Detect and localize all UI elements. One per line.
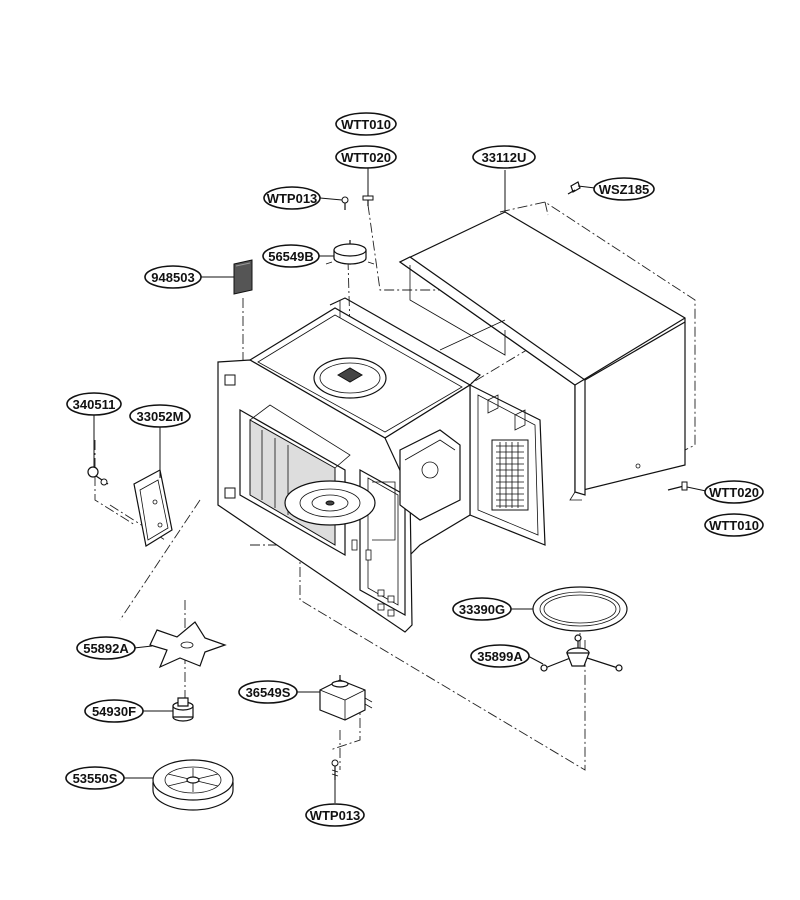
insulation-pad-948503	[233, 259, 253, 295]
label-36549s: 36549S	[238, 680, 298, 704]
label-35899a: 35899A	[470, 644, 530, 668]
svg-text:55892A: 55892A	[83, 641, 129, 656]
label-wtt020-right: WTT020	[704, 480, 764, 504]
screw-wsz	[567, 181, 581, 195]
svg-text:33052M: 33052M	[137, 409, 184, 424]
label-340511: 340511	[66, 392, 122, 416]
svg-text:35899A: 35899A	[477, 649, 523, 664]
label-wtp013-bottom: WTP013	[305, 803, 365, 827]
label-wtt020-top: WTT020	[335, 145, 397, 169]
screw-top-left	[341, 196, 349, 210]
label-33390g: 33390G	[452, 597, 512, 621]
svg-text:WTT010: WTT010	[341, 117, 391, 132]
screw-right	[667, 481, 688, 491]
coupler-55892a	[149, 621, 227, 669]
svg-text:WTT010: WTT010	[709, 518, 759, 533]
vent-grill	[491, 439, 529, 511]
glass-tray-33390g	[532, 586, 628, 632]
label-33112u: 33112U	[472, 145, 536, 169]
hardware-parts	[87, 181, 688, 780]
svg-text:33390G: 33390G	[459, 602, 505, 617]
part-labels: WTT010 WTT020 WTP013 33112U WSZ185 56549…	[65, 112, 764, 827]
label-53550s: 53550S	[65, 766, 125, 790]
svg-text:36549S: 36549S	[246, 685, 291, 700]
label-54930f: 54930F	[84, 699, 144, 723]
svg-text:54930F: 54930F	[92, 704, 136, 719]
svg-text:56549B: 56549B	[268, 249, 314, 264]
label-33052m: 33052M	[129, 404, 191, 428]
label-wsz185: WSZ185	[593, 177, 655, 201]
svg-text:WTT020: WTT020	[341, 150, 391, 165]
label-56549b: 56549B	[262, 244, 320, 268]
svg-text:WTP013: WTP013	[267, 191, 318, 206]
label-wtp013-top: WTP013	[263, 186, 321, 210]
latch-screw-340511	[87, 466, 109, 486]
svg-text:WTP013: WTP013	[310, 808, 361, 823]
outer-case	[398, 211, 686, 501]
svg-text:53550S: 53550S	[73, 771, 118, 786]
label-948503: 948503	[144, 265, 202, 289]
shaft-54930f	[172, 697, 194, 722]
screw-bottom	[331, 759, 339, 780]
chassis-cavity	[217, 297, 546, 633]
svg-text:WTT020: WTT020	[709, 485, 759, 500]
bracket-33052m	[133, 469, 173, 547]
label-wtt010-right: WTT010	[704, 513, 764, 537]
turntable-motor-36549s	[319, 675, 373, 721]
svg-text:WSZ185: WSZ185	[599, 182, 650, 197]
svg-text:33112U: 33112U	[482, 150, 527, 165]
svg-text:948503: 948503	[151, 270, 194, 285]
turntable-base-53550s	[152, 759, 234, 811]
label-wtt010-top: WTT010	[335, 112, 397, 136]
screw-top	[362, 195, 374, 206]
fan-motor-56549b	[325, 240, 375, 265]
label-55892a: 55892A	[76, 636, 136, 660]
roller-ring-35899a	[540, 634, 623, 672]
turntable-parts	[149, 586, 628, 811]
leader-lines	[93, 168, 707, 803]
svg-text:340511: 340511	[73, 397, 116, 412]
